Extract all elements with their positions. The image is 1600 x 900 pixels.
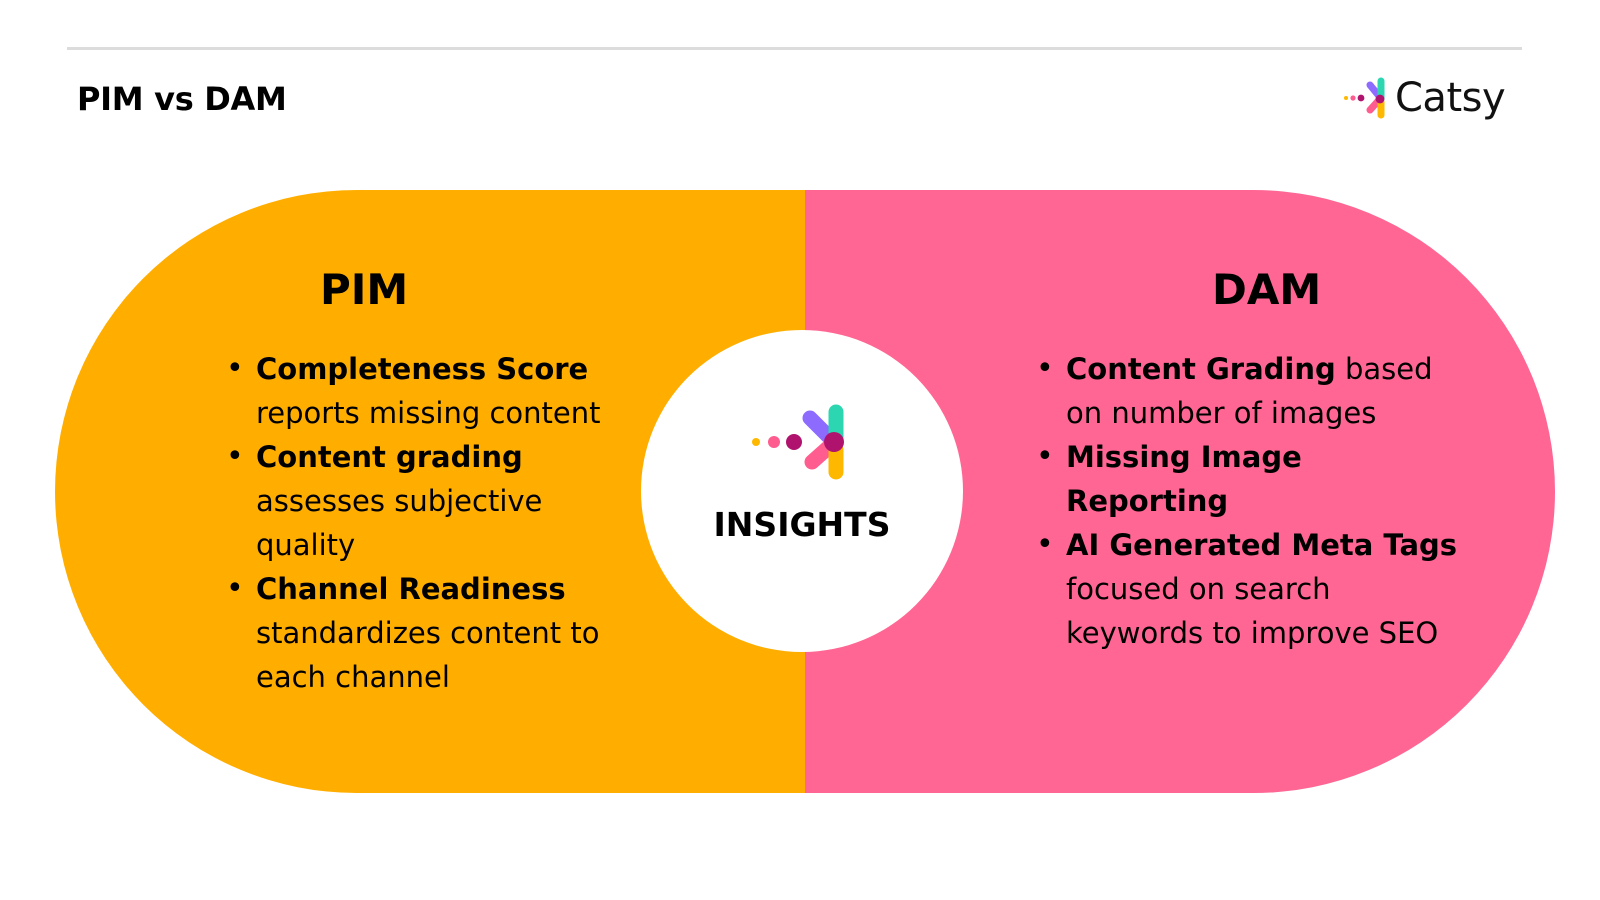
feature-name: Content grading xyxy=(256,440,523,474)
feature-name: Content Grading xyxy=(1066,352,1336,386)
feature-description: based on number of images xyxy=(1066,352,1433,430)
brand-name: Catsy xyxy=(1395,75,1506,121)
page-title: PIM vs DAM xyxy=(77,80,287,118)
list-item: AI Generated Meta Tags focused on search … xyxy=(1036,523,1466,655)
feature-name: Completeness Score xyxy=(256,352,589,386)
insights-label: INSIGHTS xyxy=(713,505,891,544)
pim-title: PIM xyxy=(320,265,409,314)
top-divider xyxy=(67,47,1522,50)
list-item: Content grading assesses subjective quali… xyxy=(226,435,636,567)
pim-feature-list: Completeness Score reports missing conten… xyxy=(226,347,636,699)
list-item: Content Grading based on number of image… xyxy=(1036,347,1466,435)
feature-name: AI Generated Meta Tags xyxy=(1066,528,1458,562)
feature-name: Channel Readiness xyxy=(256,572,566,606)
feature-description: assesses subjective quality xyxy=(256,484,543,562)
feature-description: focused on search keywords to improve SE… xyxy=(1066,572,1439,650)
dam-title: DAM xyxy=(1212,265,1322,314)
feature-name: Missing Image Reporting xyxy=(1066,440,1302,518)
list-item: Missing Image Reporting xyxy=(1036,435,1466,523)
feature-description: reports missing content xyxy=(256,396,601,430)
feature-description: standardizes content to each channel xyxy=(256,616,600,694)
catsy-logo-icon xyxy=(1343,75,1389,121)
insights-logo-icon xyxy=(752,404,852,484)
list-item: Completeness Score reports missing conten… xyxy=(226,347,636,435)
dam-feature-list: Content Grading based on number of image… xyxy=(1036,347,1466,655)
brand-logo: Catsy xyxy=(1343,73,1506,123)
list-item: Channel Readiness standardizes content to… xyxy=(226,567,636,699)
insights-circle xyxy=(641,330,963,652)
